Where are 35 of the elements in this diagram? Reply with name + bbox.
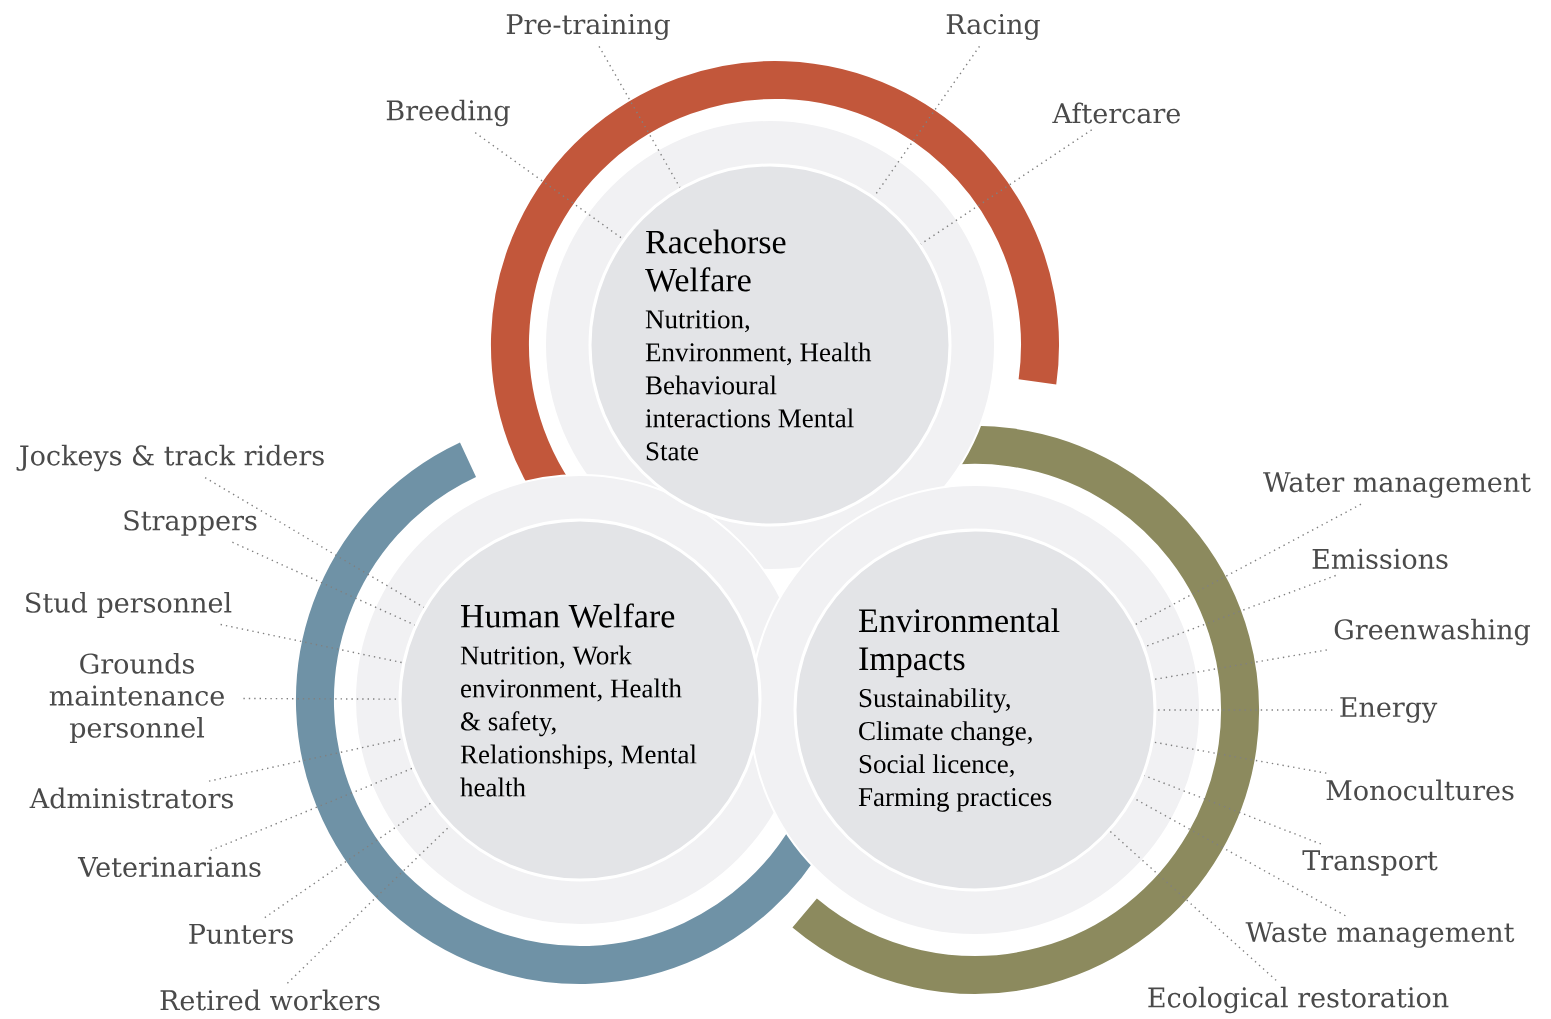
topic-label: Energy [1340, 697, 1438, 723]
topic-label: Transport [1302, 850, 1438, 876]
leader-line [1144, 574, 1337, 648]
leader-line [231, 541, 416, 626]
topic-label: Stud personnel [26, 591, 232, 619]
topic-label: Aftercare [1052, 102, 1180, 124]
topic-label: Retired workers [160, 989, 380, 1011]
topic-label: Strappers [124, 510, 257, 536]
leader-line [1109, 830, 1277, 982]
topic-label: Pre-training [506, 14, 670, 40]
topic-label: Veterinarians [77, 856, 261, 878]
topic-label: Emissions [1312, 548, 1448, 570]
leader-line [1153, 649, 1328, 681]
topic-label: Breeding [386, 99, 510, 127]
topic-label: Ecological restoration [1148, 986, 1449, 1014]
topic-label: Waste management [1245, 922, 1515, 948]
topic-label: Racing [946, 14, 1040, 40]
leader-line [1134, 503, 1362, 626]
leader-line [286, 825, 451, 984]
topic-label: Grounds maintenance personnel [49, 652, 224, 744]
leader-line [598, 45, 681, 189]
leader-line [219, 623, 404, 664]
topic-label: Administrators [29, 787, 233, 809]
leader-line [1152, 741, 1328, 774]
topic-label: Jockeys & track riders [16, 444, 324, 472]
topic-label: Greenwashing [1334, 618, 1531, 646]
topic-label: Water management [1263, 472, 1531, 498]
leader-line [204, 476, 425, 609]
topic-label: Punters [189, 923, 293, 945]
leader-line [474, 131, 624, 240]
topic-label: Monocultures [1326, 779, 1514, 801]
leader-line [920, 129, 1093, 245]
leader-line [264, 802, 432, 919]
leader-line [209, 767, 413, 852]
leader-line [1143, 774, 1322, 845]
